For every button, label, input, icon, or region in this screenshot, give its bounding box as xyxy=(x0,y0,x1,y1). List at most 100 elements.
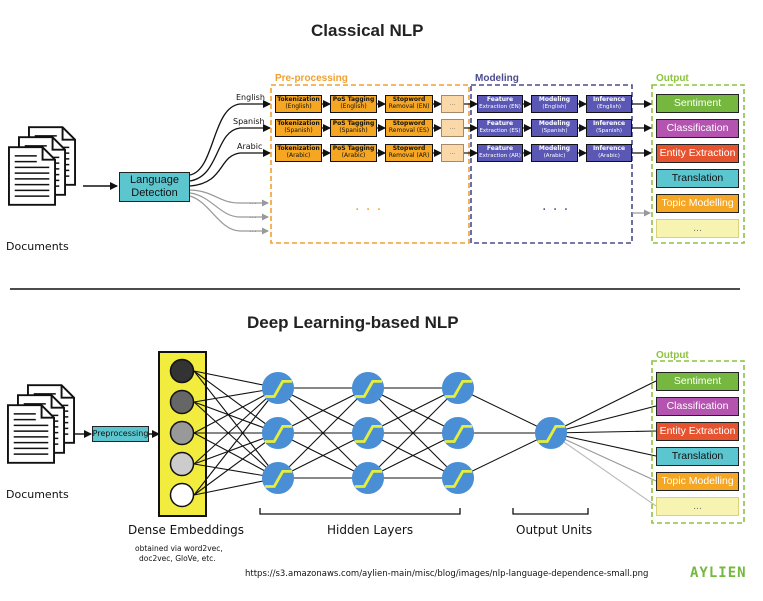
classical-output-sentiment: Sentiment xyxy=(656,94,739,113)
pos-tagging-subtitle: (Spanish) xyxy=(339,127,368,134)
language-ellipsis-3: ... xyxy=(249,225,257,234)
nn-connection xyxy=(457,432,552,479)
modeling-box-spanish: Modeling(Spanish) xyxy=(531,119,578,137)
stopword-removal-title: Stopword xyxy=(392,145,426,153)
hidden-neuron-l2-2 xyxy=(351,416,385,450)
pos-tagging-box-spanish: PoS Tagging(Spanish) xyxy=(330,119,377,137)
language-ellipsis-1: ... xyxy=(249,197,257,206)
output-units-label: Output Units xyxy=(516,523,593,537)
modeling-title: Modeling xyxy=(538,120,571,128)
more-steps-box-spanish: ... xyxy=(441,119,464,137)
language-arabic: Arabic xyxy=(237,142,263,151)
deep-nlp-title: Deep Learning-based NLP xyxy=(247,313,459,332)
language-detection-box: Language Detection xyxy=(119,172,190,202)
deep-output-classification: Classification xyxy=(656,397,739,416)
tokenization-subtitle: (Spanish) xyxy=(284,127,313,134)
inference-box-english: Inference(English) xyxy=(586,95,632,113)
hidden-neuron-l2-3 xyxy=(351,461,385,495)
nn-connection xyxy=(367,387,459,434)
tokenization-subtitle: (English) xyxy=(285,103,312,110)
hidden-neuron-l1-3 xyxy=(261,461,295,495)
stopword-removal-title: Stopword xyxy=(392,96,426,104)
inference-subtitle: (Arabic) xyxy=(598,153,620,160)
output-connection xyxy=(550,432,657,457)
stopword-removal-title: Stopword xyxy=(392,120,426,128)
preprocessing-section-label: Pre-processing xyxy=(275,73,348,84)
feature-extraction-subtitle: Extraction (EN) xyxy=(479,104,521,111)
more-steps-ellipsis: ... xyxy=(449,148,456,156)
aylien-logo: AYLIEN xyxy=(690,565,747,581)
output-connection xyxy=(550,380,657,434)
inference-box-spanish: Inference(Spanish) xyxy=(586,119,632,137)
classical-output-entity-extraction: Entity Extraction xyxy=(656,144,739,163)
output-connection xyxy=(550,405,657,434)
deep-output-more-outputs: ... xyxy=(656,497,739,516)
inference-title: Inference xyxy=(592,120,626,128)
more-steps-box-arabic: ... xyxy=(441,144,464,162)
nn-connection xyxy=(457,387,552,434)
classical-documents-icon xyxy=(8,126,76,206)
classical-nlp-title: Classical NLP xyxy=(311,21,424,40)
stopword-removal-subtitle: Removal (AR) xyxy=(388,152,430,159)
deep-output-sentiment: Sentiment xyxy=(656,372,739,391)
inference-subtitle: (Spanish) xyxy=(595,128,622,135)
hidden-neuron-l1-1 xyxy=(261,371,295,405)
inference-box-arabic: Inference(Arabic) xyxy=(586,144,632,162)
tokenization-subtitle: (Arabic) xyxy=(286,152,311,159)
pos-tagging-box-arabic: PoS Tagging(Arabic) xyxy=(330,144,377,162)
language-ellipsis-2: ... xyxy=(249,211,257,220)
deep-output-topic-modelling: Topic Modelling xyxy=(656,472,739,491)
nn-connection xyxy=(193,370,279,434)
tokenization-title: Tokenization xyxy=(277,145,320,153)
pos-tagging-box-english: PoS Tagging(English) xyxy=(330,95,377,113)
pos-tagging-subtitle: (English) xyxy=(340,103,367,110)
nn-connection xyxy=(277,432,369,479)
dense-note-line2: doc2vec, GloVe, etc. xyxy=(139,554,216,563)
tokenization-title: Tokenization xyxy=(277,96,320,104)
nn-connection xyxy=(277,387,369,434)
dense-embeddings-label: Dense Embeddings xyxy=(128,523,244,537)
hidden-neuron-l2-1 xyxy=(351,371,385,405)
output-connection-faint xyxy=(550,432,657,482)
pos-tagging-subtitle: (Arabic) xyxy=(341,152,366,159)
feature-extraction-subtitle: Extraction (ES) xyxy=(479,128,521,135)
hidden-layers-label: Hidden Layers xyxy=(327,523,414,537)
output-unit-neuron xyxy=(534,416,568,450)
feature-extraction-subtitle: Extraction (AR) xyxy=(479,153,521,160)
modeling-box-english: Modeling(English) xyxy=(531,95,578,113)
feature-extraction-title: Feature xyxy=(486,96,514,104)
inference-title: Inference xyxy=(592,96,626,104)
modeling-more-ellipsis: · · · xyxy=(542,202,570,218)
modeling-box-arabic: Modeling(Arabic) xyxy=(531,144,578,162)
classical-documents-label: Documents xyxy=(6,240,69,253)
language-detection-line2: Detection xyxy=(131,187,178,199)
hidden-neuron-l3-3 xyxy=(441,461,475,495)
modeling-section-label: Modeling xyxy=(475,73,519,84)
modeling-subtitle: (Arabic) xyxy=(543,153,566,160)
nn-connection xyxy=(193,387,279,465)
more-steps-ellipsis: ... xyxy=(449,99,456,107)
modeling-title: Modeling xyxy=(538,145,571,153)
classical-output-classification: Classification xyxy=(656,119,739,138)
hidden-neuron-l3-2 xyxy=(441,416,475,450)
tokenization-box-arabic: Tokenization(Arabic) xyxy=(275,144,322,162)
classical-output-more-outputs: ... xyxy=(656,219,739,238)
embedding-neurons xyxy=(169,358,195,508)
source-url[interactable]: https://s3.amazonaws.com/aylien-main/mis… xyxy=(245,569,649,579)
stopword-removal-subtitle: Removal (EN) xyxy=(388,103,430,110)
preprocessing-box: Preprocessing xyxy=(92,426,149,442)
inference-title: Inference xyxy=(592,145,626,153)
tokenization-box-english: Tokenization(English) xyxy=(275,95,322,113)
modeling-subtitle: (English) xyxy=(542,104,567,111)
output-connection-faint xyxy=(550,432,657,507)
nn-connection xyxy=(277,387,369,479)
nn-connection xyxy=(193,432,279,496)
